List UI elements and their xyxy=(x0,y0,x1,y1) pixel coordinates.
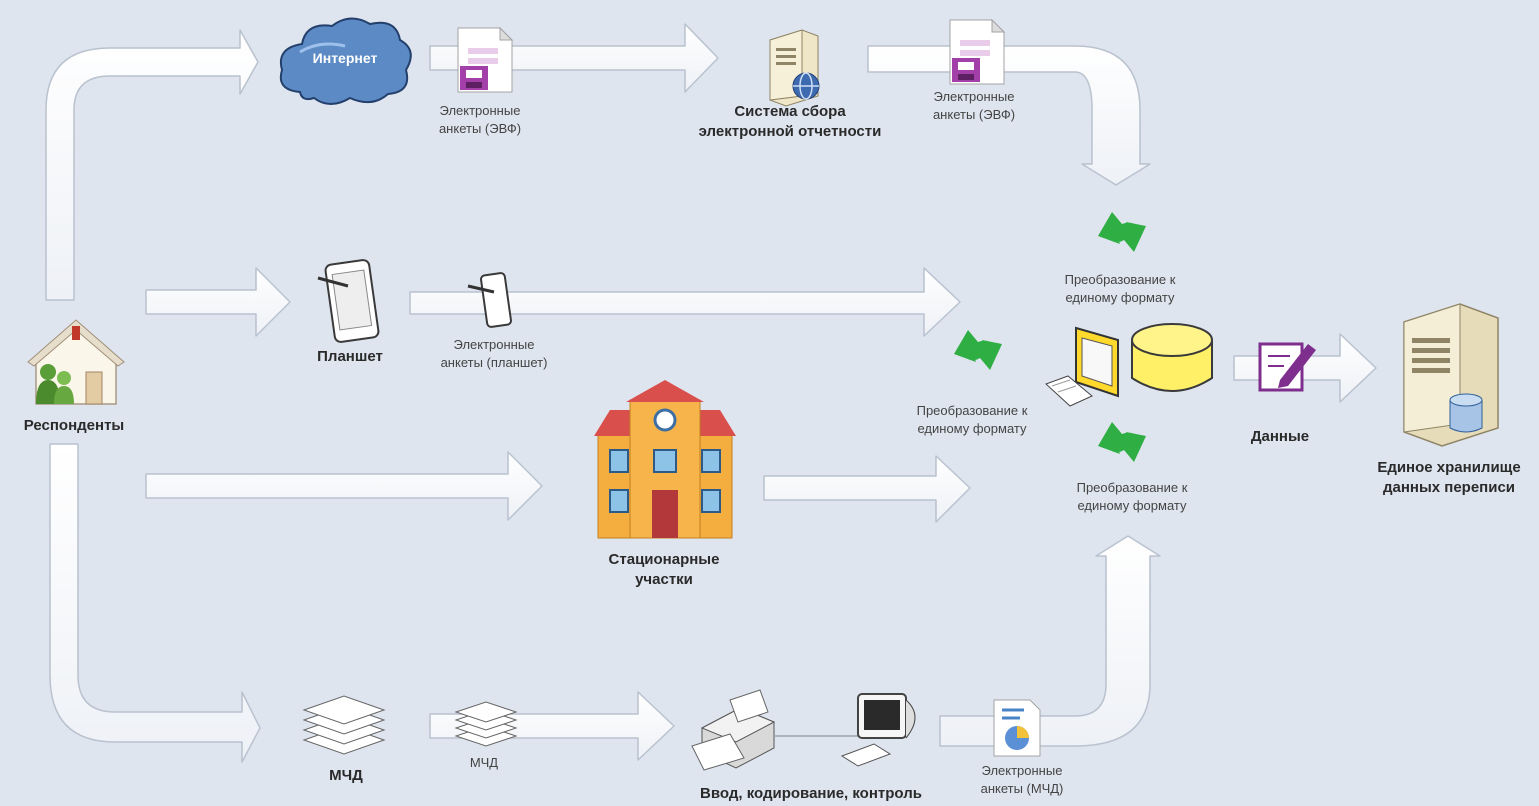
database-icon xyxy=(1131,323,1213,392)
conversion-label-top: Преобразование к единому формату xyxy=(1030,271,1210,306)
tablet-forms-label-line2: анкеты (планшет) xyxy=(440,354,548,370)
conversion-label-mid-line2: единому формату xyxy=(917,420,1027,436)
mchd-source-label: МЧД xyxy=(329,767,363,784)
cloud-icon xyxy=(279,17,412,105)
collection-system-label: Система сбора электронной отчетности xyxy=(670,102,910,143)
arrow-entry-to-conversion xyxy=(939,535,1161,747)
conversion-label-bottom-line1: Преобразование к xyxy=(1076,480,1188,495)
respondents-label: Респонденты xyxy=(23,417,125,434)
computer-icon xyxy=(840,693,916,767)
conversion-label-bottom: Преобразование к единому формату xyxy=(1044,479,1220,514)
mchd-forms-label-line2: анкеты (МЧД) xyxy=(980,780,1064,796)
evf-label-1-line1: Электронные xyxy=(439,103,521,118)
server-icon xyxy=(769,29,820,107)
tablet-icon xyxy=(317,259,380,343)
warehouse-server-icon xyxy=(1403,303,1499,447)
workstation-icon xyxy=(1045,326,1119,407)
sync-icon xyxy=(1098,212,1146,252)
stations-label-line1: Стационарные xyxy=(608,551,720,568)
data-label: Данные xyxy=(1250,428,1310,445)
conversion-label-top-line2: единому формату xyxy=(1065,289,1175,305)
document-icon xyxy=(949,18,1006,85)
arrow-respondents-to-tablet xyxy=(145,267,291,337)
mchd-forms-label-line1: Электронные xyxy=(981,763,1063,778)
arrow-collection-to-conversion xyxy=(867,45,1151,186)
warehouse-label-line1: Единое хранилище xyxy=(1377,459,1521,476)
arrow-db-to-data xyxy=(1233,333,1377,403)
warehouse-label-line2: данных переписи xyxy=(1382,479,1516,497)
conversion-label-bottom-line2: единому формату xyxy=(1077,497,1187,513)
entry-label: Ввод, кодирование, контроль xyxy=(700,785,922,802)
sync-icon xyxy=(1098,422,1146,462)
collection-system-label-line2: электронной отчетности xyxy=(698,123,882,141)
sync-icon xyxy=(954,330,1002,370)
tablet-label: Планшет xyxy=(317,348,383,365)
evf-label-1-line2: анкеты (ЭВФ) xyxy=(438,120,522,136)
conversion-label-mid: Преобразование к единому формату xyxy=(884,402,1060,437)
mchd-copy-label: МЧД xyxy=(469,755,499,770)
paper-stack-icon xyxy=(302,695,386,755)
tablet-forms-label: Электронные анкеты (планшет) xyxy=(414,336,574,371)
polling-station-building-icon xyxy=(594,380,736,539)
arrow-stations-to-conversion xyxy=(763,455,971,523)
conversion-label-top-line1: Преобразование к xyxy=(1064,272,1176,287)
conversion-label-mid-line1: Преобразование к xyxy=(916,403,1028,418)
chart-document-icon xyxy=(993,699,1041,757)
arrow-respondents-to-stations xyxy=(145,451,543,521)
paper-stack-icon xyxy=(454,701,518,747)
house-icon xyxy=(27,319,125,405)
collection-system-label-line1: Система сбора xyxy=(734,103,846,120)
tablet-icon xyxy=(467,272,512,328)
arrow-respondents-to-internet xyxy=(45,29,259,301)
stations-label: Стационарные участки xyxy=(584,550,744,591)
document-icon xyxy=(457,26,514,93)
evf-label-2-line2: анкеты (ЭВФ) xyxy=(932,106,1016,122)
internet-label: Интернет xyxy=(312,50,378,66)
edit-document-icon xyxy=(1258,342,1316,392)
tablet-forms-label-line1: Электронные xyxy=(453,337,535,352)
warehouse-label: Единое хранилище данных переписи xyxy=(1360,458,1538,499)
evf-label-2: Электронные анкеты (ЭВФ) xyxy=(904,88,1044,123)
stations-label-line2: участки xyxy=(635,571,693,589)
scanner-icon xyxy=(691,689,776,771)
arrow-respondents-to-mchd xyxy=(49,443,261,763)
evf-label-2-line1: Электронные xyxy=(933,89,1015,104)
mchd-forms-label: Электронные анкеты (МЧД) xyxy=(952,762,1092,797)
evf-label-1: Электронные анкеты (ЭВФ) xyxy=(410,102,550,137)
